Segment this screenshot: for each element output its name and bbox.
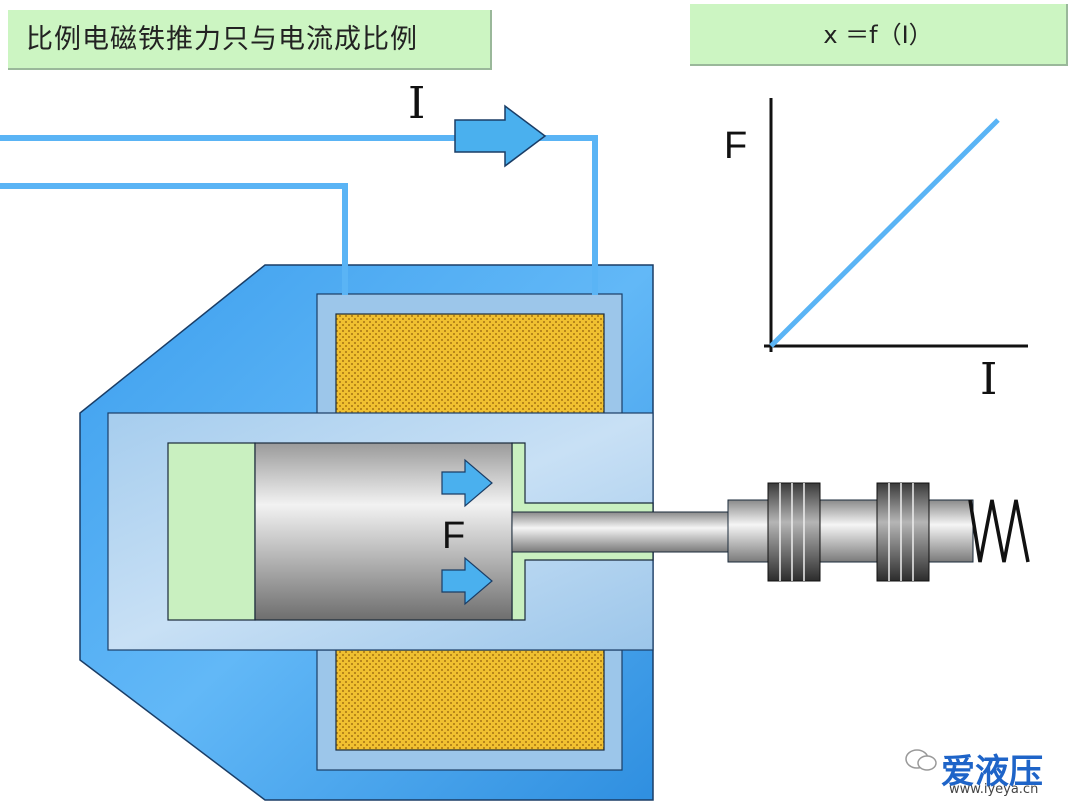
watermark: 爱液压 www.iyeya.cn [905,740,1075,797]
title-caption: 比例电磁铁推力只与电流成比例 [8,10,492,70]
graph-y-label: F [724,125,747,167]
formula-caption: x ＝f（I） [690,4,1068,66]
wire-top [0,135,598,295]
force-current-graph: F I [724,98,1028,405]
coil-upper [335,313,605,415]
current-arrow-icon [454,104,547,168]
current-label: I [408,78,425,129]
force-label: F [442,515,465,557]
collar-right [876,482,930,582]
chat-icon [905,749,937,771]
rod-body [727,499,974,563]
watermark-brand: 爱液压 [941,752,1043,792]
coil-lower [335,649,605,751]
watermark-url: www.iyeya.cn [949,782,1039,797]
end-cap [167,442,256,621]
force-arrow-icon [441,556,493,606]
force-arrow-icon [441,458,493,508]
formula-text: x ＝f（I） [823,21,933,49]
collar-left [767,482,821,582]
graph-line [769,118,1000,348]
spring [968,499,1030,563]
push-rod [511,511,743,553]
graph-x-label: I [980,354,997,405]
title-text: 比例电磁铁推力只与电流成比例 [26,24,418,55]
wire-bottom [0,183,348,295]
